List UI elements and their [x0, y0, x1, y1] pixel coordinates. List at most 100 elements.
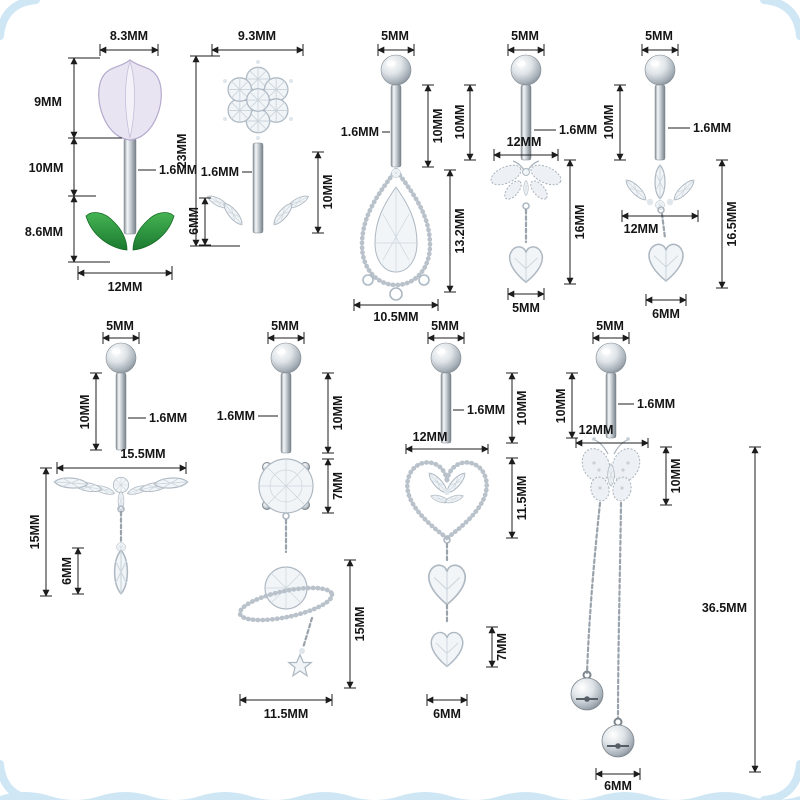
- top-ball: [430, 342, 462, 374]
- inner-butterfly: [425, 470, 469, 506]
- dimensions: 5MM 1.6MM 10MM 13.2MM 10.5MM: [341, 29, 467, 324]
- leaf-left: [85, 212, 128, 251]
- item1-top-width-label: 8.3MM: [110, 29, 148, 43]
- heart-gem-small: [430, 631, 464, 668]
- item2-lower-height-label: 10MM: [321, 175, 335, 210]
- tulip-jewelry: [85, 59, 175, 251]
- dimensions: 5MM 1.6MM 10MM 12MM 10MM 36.5MM 6MM: [554, 319, 761, 793]
- dimensions: 8.3MM 9MM 10MM 8.6MM 1.6MM 12MM: [25, 29, 197, 294]
- teardrop-jewelry: [359, 54, 433, 301]
- teardrop-frame: [359, 166, 433, 288]
- item9-wing-width-label: 12MM: [579, 423, 614, 437]
- barbell-post: [654, 84, 666, 161]
- planet-ring-gem: [237, 566, 335, 623]
- item7-stone-height-label: 7MM: [331, 472, 345, 500]
- heart-gem: [508, 246, 544, 283]
- heart-outline: [405, 460, 489, 541]
- item6-marquise-height-label: 6MM: [60, 557, 74, 585]
- item-3-teardrop-ring: 5MM 1.6MM 10MM 13.2MM 10.5MM: [341, 29, 467, 324]
- dimensions: 5MM 1.6MM 10MM 7MM 15MM 11.5MM: [217, 319, 367, 721]
- item-5-lotus-heart-ring: 5MM 10MM 1.6MM 12MM 16.5MM 6MM: [602, 29, 739, 321]
- top-ball: [380, 54, 412, 86]
- butterfly-bells-jewelry: [570, 342, 641, 758]
- item8-heart-height-label: 11.5MM: [515, 476, 529, 520]
- lotus-jewelry: [622, 54, 698, 282]
- item1-stem-height-label: 10MM: [29, 161, 64, 175]
- item6-bar-gauge-label: 1.6MM: [149, 411, 187, 425]
- item1-leaf-height-label: 8.6MM: [25, 225, 63, 239]
- barbell-post: [605, 372, 617, 439]
- item3-pendant-height-label: 13.2MM: [453, 208, 467, 253]
- item4-bar-gauge-label: 1.6MM: [559, 123, 597, 137]
- item8-bar-length-label: 10MM: [515, 391, 529, 426]
- item9-bar-gauge-label: 1.6MM: [637, 397, 675, 411]
- dimensions: 5MM 1.6MM 10MM 12MM 11.5MM 7MM 6MM: [405, 319, 529, 721]
- barbell-post: [123, 137, 137, 235]
- crystal-flower-jewelry: [205, 60, 311, 234]
- item9-bar-length-label: 10MM: [554, 389, 568, 424]
- item9-bell-width-label: 6MM: [604, 779, 632, 793]
- tulip-center-petal: [125, 60, 135, 139]
- top-ball: [105, 342, 137, 374]
- item9-butterfly-height-label: 10MM: [669, 459, 683, 494]
- item8-ball-width-label: 5MM: [431, 319, 459, 333]
- item-6-angel-wings-ring: 5MM 10MM 1.6MM 15.5MM 15MM 6MM: [28, 319, 189, 597]
- item8-small-heart-width-label: 6MM: [433, 707, 461, 721]
- item6-dangle-height-label: 15MM: [28, 515, 42, 550]
- top-ball: [510, 54, 542, 86]
- item3-bar-gauge-label: 1.6MM: [341, 125, 379, 139]
- dimensions: 9.3MM 23MM 1.6MM 10MM 6MM: [175, 29, 335, 247]
- top-ball: [595, 342, 627, 374]
- item-8-heart-butterfly-ring: 5MM 1.6MM 10MM 12MM 11.5MM 7MM 6MM: [405, 319, 529, 721]
- barbell-post: [390, 84, 402, 168]
- lotus-leaves: [622, 164, 698, 210]
- dragonfly-jewelry: [490, 54, 562, 283]
- dimensions: 5MM 10MM 1.6MM 12MM 16MM 5MM: [453, 29, 597, 315]
- item4-bar-length-label: 10MM: [453, 105, 467, 140]
- chain-right: [616, 501, 623, 720]
- bell-upper: [570, 670, 604, 711]
- item2-total-height-label: 23MM: [175, 134, 189, 169]
- item-2-crystal-flower-ring: 9.3MM 23MM 1.6MM 10MM 6MM: [175, 29, 335, 247]
- dimensions: 5MM 10MM 1.6MM 12MM 16.5MM 6MM: [602, 29, 739, 321]
- item4-ball-width-label: 5MM: [511, 29, 539, 43]
- top-ball: [270, 342, 302, 374]
- item-4-dragonfly-heart-ring: 5MM 10MM 1.6MM 12MM 16MM 5MM: [453, 29, 597, 315]
- item7-dangle-width-label: 11.5MM: [264, 707, 308, 721]
- barbell-post: [440, 372, 452, 444]
- chain-left: [585, 501, 602, 675]
- leaf-right: [132, 212, 175, 251]
- item4-dangle-height-label: 16MM: [573, 205, 587, 240]
- item2-leaf-height-label: 6MM: [187, 207, 201, 235]
- round-cz-stone: [258, 458, 314, 514]
- item5-bar-length-label: 10MM: [602, 105, 616, 140]
- wings-jewelry: [53, 342, 189, 595]
- item7-dangle-height-label: 15MM: [353, 607, 367, 642]
- heart-gem: [648, 243, 684, 282]
- item-9-butterfly-chain-bells-ring: 5MM 1.6MM 10MM 12MM 10MM 36.5MM 6MM: [554, 319, 761, 793]
- item6-wing-width-label: 15.5MM: [120, 447, 165, 461]
- item4-wing-width-label: 12MM: [507, 135, 542, 149]
- heart-butterfly-jewelry: [405, 342, 489, 668]
- item8-heart-width-label: 12MM: [413, 430, 448, 444]
- planet-jewelry: [237, 342, 335, 677]
- item5-bar-gauge-label: 1.6MM: [693, 121, 731, 135]
- item1-flower-height-label: 9MM: [34, 95, 62, 109]
- star-dangle: [288, 654, 312, 677]
- item-7-round-cz-star-ring: 5MM 1.6MM 10MM 7MM 15MM 11.5MM: [217, 319, 367, 721]
- item2-bar-gauge-label: 1.6MM: [201, 165, 239, 179]
- item-1-tulip-ring: 8.3MM 9MM 10MM 8.6MM 1.6MM 12MM: [25, 29, 197, 294]
- pave-butterfly: [581, 437, 641, 502]
- item1-bar-gauge-label: 1.6MM: [159, 163, 197, 177]
- item7-bar-gauge-label: 1.6MM: [217, 409, 255, 423]
- pave-flower: [223, 60, 293, 140]
- item6-ball-width-label: 5MM: [106, 319, 134, 333]
- bell-lower: [601, 717, 635, 758]
- barbell-post: [252, 142, 264, 234]
- item5-heart-width-label: 6MM: [652, 307, 680, 321]
- item2-top-width-label: 9.3MM: [238, 29, 276, 43]
- item9-chain-length-label: 36.5MM: [702, 601, 747, 615]
